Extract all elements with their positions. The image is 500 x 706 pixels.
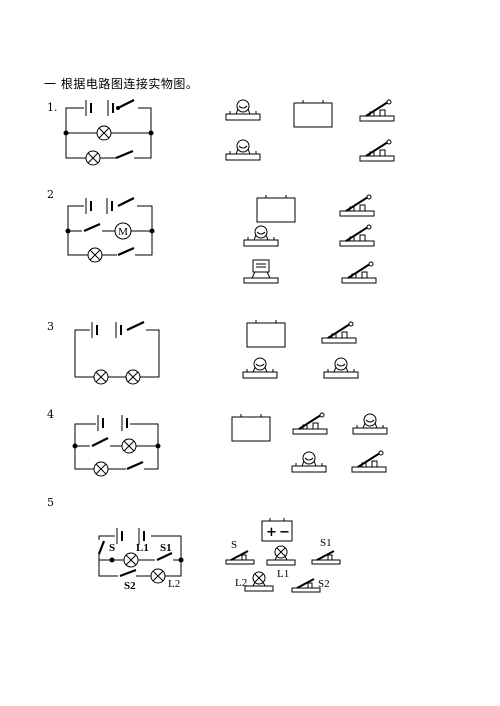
switch-icon	[117, 99, 135, 109]
lamp-holder-icon	[242, 357, 278, 379]
q1-circuit-diagram	[63, 98, 154, 166]
question-number-4: 4	[47, 408, 54, 421]
switch-s1-component-icon	[311, 550, 341, 565]
q5-component-label-s1: S1	[320, 537, 332, 549]
switch-icon	[126, 460, 144, 471]
switch-icon	[115, 149, 134, 160]
switch-s2-component-icon	[291, 578, 321, 593]
question-number-5: 5	[47, 496, 54, 509]
switch-s2-icon	[119, 568, 137, 578]
switch-icon	[91, 437, 109, 447]
motor-icon	[114, 222, 132, 240]
q2-components	[243, 194, 377, 284]
switch-s1-icon	[156, 552, 173, 561]
lamp-holder-icon	[225, 139, 261, 161]
lamp-holder-icon	[225, 99, 261, 121]
q5-label-s: S	[109, 542, 115, 554]
motor-unit-icon	[243, 259, 279, 284]
q1-components	[225, 99, 395, 162]
lamp-holder-icon	[352, 413, 388, 435]
question-number-1: 1.	[47, 101, 58, 114]
switch-icon	[83, 222, 101, 233]
battery-box-icon	[261, 520, 293, 542]
q5-label-s1: S1	[160, 542, 172, 554]
worksheet-title: 一 根据电路图连接实物图。	[44, 77, 199, 91]
question-number-2: 2	[47, 188, 54, 201]
q5-circuit-diagram	[94, 528, 184, 584]
knife-switch-icon	[359, 139, 395, 162]
knife-switch-icon	[359, 99, 395, 122]
q5-components	[225, 518, 341, 593]
q4-circuit-diagram	[72, 415, 161, 477]
knife-switch-icon	[321, 321, 357, 344]
q3-circuit-diagram	[74, 320, 160, 385]
q5-component-label-l1: L1	[277, 568, 289, 580]
q5-component-label-l2: L2	[235, 577, 247, 589]
lamp-holder-icon	[243, 225, 279, 247]
knife-switch-icon	[339, 194, 375, 217]
q5-component-label-s: S	[231, 539, 237, 551]
lamp-l1-component-icon	[266, 545, 296, 566]
battery-box-icon	[256, 197, 296, 223]
q2-circuit-diagram	[65, 196, 155, 263]
q3-components	[242, 320, 359, 379]
switch-icon	[117, 246, 135, 257]
q5-label-s2: S2	[124, 580, 136, 592]
switch-s-component-icon	[225, 550, 255, 565]
switch-s-icon	[97, 540, 106, 555]
motor-label: M	[118, 226, 128, 238]
knife-switch-icon	[339, 224, 375, 247]
question-number-3: 3	[47, 320, 54, 333]
q4-components	[231, 412, 388, 473]
switch-icon	[126, 321, 145, 331]
knife-switch-icon	[341, 261, 377, 284]
battery-box-icon	[246, 322, 286, 348]
lamp-l2-component-icon	[244, 571, 274, 592]
battery-plus-sign: +	[266, 525, 277, 540]
q5-component-label-s2: S2	[318, 578, 330, 590]
battery-minus-sign: −	[279, 525, 290, 540]
q5-label-l1: L1	[136, 542, 149, 554]
lamp-holder-icon	[291, 451, 327, 473]
battery-box-icon	[231, 416, 271, 442]
knife-switch-icon	[351, 450, 387, 473]
q5-label-l2: L2	[168, 578, 180, 590]
switch-icon	[117, 197, 135, 207]
knife-switch-icon	[292, 412, 328, 435]
lamp-holder-icon	[323, 357, 359, 379]
battery-box-icon	[293, 102, 333, 128]
